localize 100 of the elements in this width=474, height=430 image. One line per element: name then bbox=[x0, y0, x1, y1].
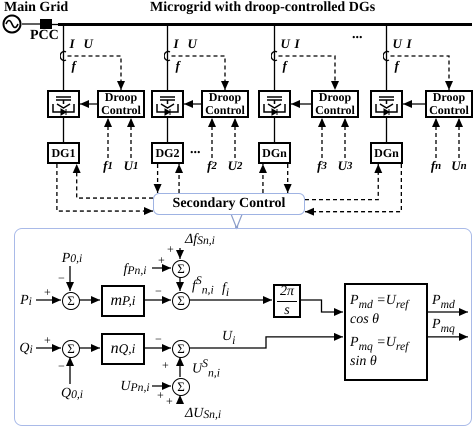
sign-label: + bbox=[157, 389, 164, 401]
arrow bbox=[403, 100, 425, 108]
ac-source-symbol bbox=[2, 14, 22, 34]
edge-label: f$_{i}$ bbox=[222, 282, 230, 298]
control-block: Droop Control bbox=[425, 90, 473, 118]
arrow bbox=[305, 164, 382, 200]
bus-line bbox=[58, 23, 472, 26]
connector-line bbox=[274, 26, 276, 90]
signal-label: f bbox=[176, 59, 180, 72]
generator-block: DG2 bbox=[151, 142, 184, 164]
arrow bbox=[79, 344, 100, 352]
edge-label: P$_{mq}$ bbox=[432, 318, 455, 334]
summing-junction: Σ bbox=[62, 340, 80, 358]
connector-line bbox=[22, 23, 40, 25]
connector-line bbox=[386, 26, 388, 90]
connector-line bbox=[274, 118, 276, 142]
denominator-text: s bbox=[283, 302, 291, 320]
ellipsis-mark: ... bbox=[190, 143, 200, 157]
sign-label: − bbox=[58, 360, 65, 372]
control-block: Droop Control bbox=[311, 90, 359, 118]
current-sensor-loop bbox=[164, 50, 172, 62]
arrow bbox=[152, 382, 171, 390]
signal-label: f bbox=[282, 59, 287, 72]
sign-label: + bbox=[44, 334, 51, 346]
arrow bbox=[104, 118, 112, 158]
arrow bbox=[390, 55, 453, 90]
control-block: Droop Control bbox=[97, 90, 145, 118]
arrow bbox=[127, 118, 135, 158]
arrow bbox=[427, 332, 468, 341]
connector-line bbox=[62, 118, 64, 142]
sign-label: + bbox=[162, 359, 169, 371]
arrow bbox=[68, 55, 125, 90]
arrow bbox=[208, 118, 216, 158]
sign-label: + bbox=[44, 286, 51, 298]
generator-block: DG1 bbox=[47, 142, 80, 164]
arrow bbox=[36, 344, 61, 352]
connector-line bbox=[166, 26, 168, 90]
signal-label: I bbox=[174, 37, 179, 50]
summing-junction: Σ bbox=[172, 378, 190, 396]
arrow bbox=[230, 212, 244, 229]
arrow bbox=[79, 296, 100, 304]
transfer-function-block bbox=[273, 284, 301, 318]
arrow bbox=[80, 100, 97, 108]
arrow bbox=[66, 357, 74, 384]
generator-block: DGn bbox=[258, 142, 291, 164]
arrow bbox=[152, 264, 171, 272]
ellipsis-mark: ... bbox=[352, 28, 362, 42]
arrow bbox=[56, 164, 153, 216]
connector-line bbox=[166, 118, 168, 142]
arrow bbox=[66, 266, 74, 291]
signal-label: U bbox=[392, 37, 402, 50]
signal-label: I bbox=[70, 37, 75, 50]
generator-block: DGn bbox=[370, 142, 403, 164]
numerator-text: 2π bbox=[276, 282, 297, 302]
inverter-block bbox=[370, 90, 403, 118]
arrow bbox=[176, 248, 184, 259]
signal-label: U bbox=[84, 37, 93, 50]
arrow bbox=[300, 299, 343, 316]
arrow bbox=[189, 296, 272, 304]
connector-line bbox=[386, 118, 388, 142]
edge-label: P$_{md}$ bbox=[432, 294, 455, 310]
diagram-title: Microgrid with droop-controlled DGs bbox=[150, 1, 376, 15]
sign-label: + bbox=[158, 254, 165, 266]
signal-label: I bbox=[406, 37, 412, 50]
arrow bbox=[176, 395, 184, 404]
process-box: Secondary Control bbox=[153, 193, 305, 215]
arrow bbox=[278, 55, 339, 90]
breaker-symbol bbox=[40, 19, 52, 29]
signal-label: f bbox=[72, 59, 76, 72]
arrow bbox=[154, 164, 162, 193]
signal-label: I bbox=[294, 37, 300, 50]
summing-junction: Σ bbox=[172, 340, 190, 358]
connector-line bbox=[62, 26, 64, 90]
summing-junction: Σ bbox=[62, 292, 80, 310]
equation-text: P$_{mq}$ =U$_{ref}$ sin θ bbox=[350, 335, 411, 371]
sign-label: − bbox=[58, 272, 65, 284]
arrow bbox=[305, 164, 402, 216]
text-label: Main Grid bbox=[4, 1, 68, 15]
arrow bbox=[172, 55, 229, 90]
arrow bbox=[427, 308, 468, 316]
signal-label: U bbox=[188, 37, 197, 50]
inverter-block bbox=[47, 90, 80, 118]
arrow bbox=[284, 164, 292, 193]
arrow bbox=[36, 296, 61, 304]
equation-text: P$_{md}$ =U$_{ref}$ cos θ bbox=[350, 293, 411, 329]
inverter-block bbox=[258, 90, 291, 118]
arrow bbox=[144, 296, 171, 304]
arrow bbox=[184, 100, 201, 108]
text-label: PCC bbox=[30, 29, 59, 43]
summing-junction: Σ bbox=[172, 292, 190, 310]
sign-label: − bbox=[155, 285, 162, 297]
sign-label: + bbox=[167, 243, 174, 255]
arrow bbox=[291, 100, 311, 108]
edge-label: U$_{i}$ bbox=[222, 330, 236, 346]
arrow bbox=[231, 118, 239, 158]
sign-label: + bbox=[166, 395, 173, 407]
arrow bbox=[318, 118, 326, 158]
arrow bbox=[455, 118, 463, 158]
current-sensor-loop bbox=[60, 50, 68, 62]
arrow bbox=[72, 164, 153, 199]
